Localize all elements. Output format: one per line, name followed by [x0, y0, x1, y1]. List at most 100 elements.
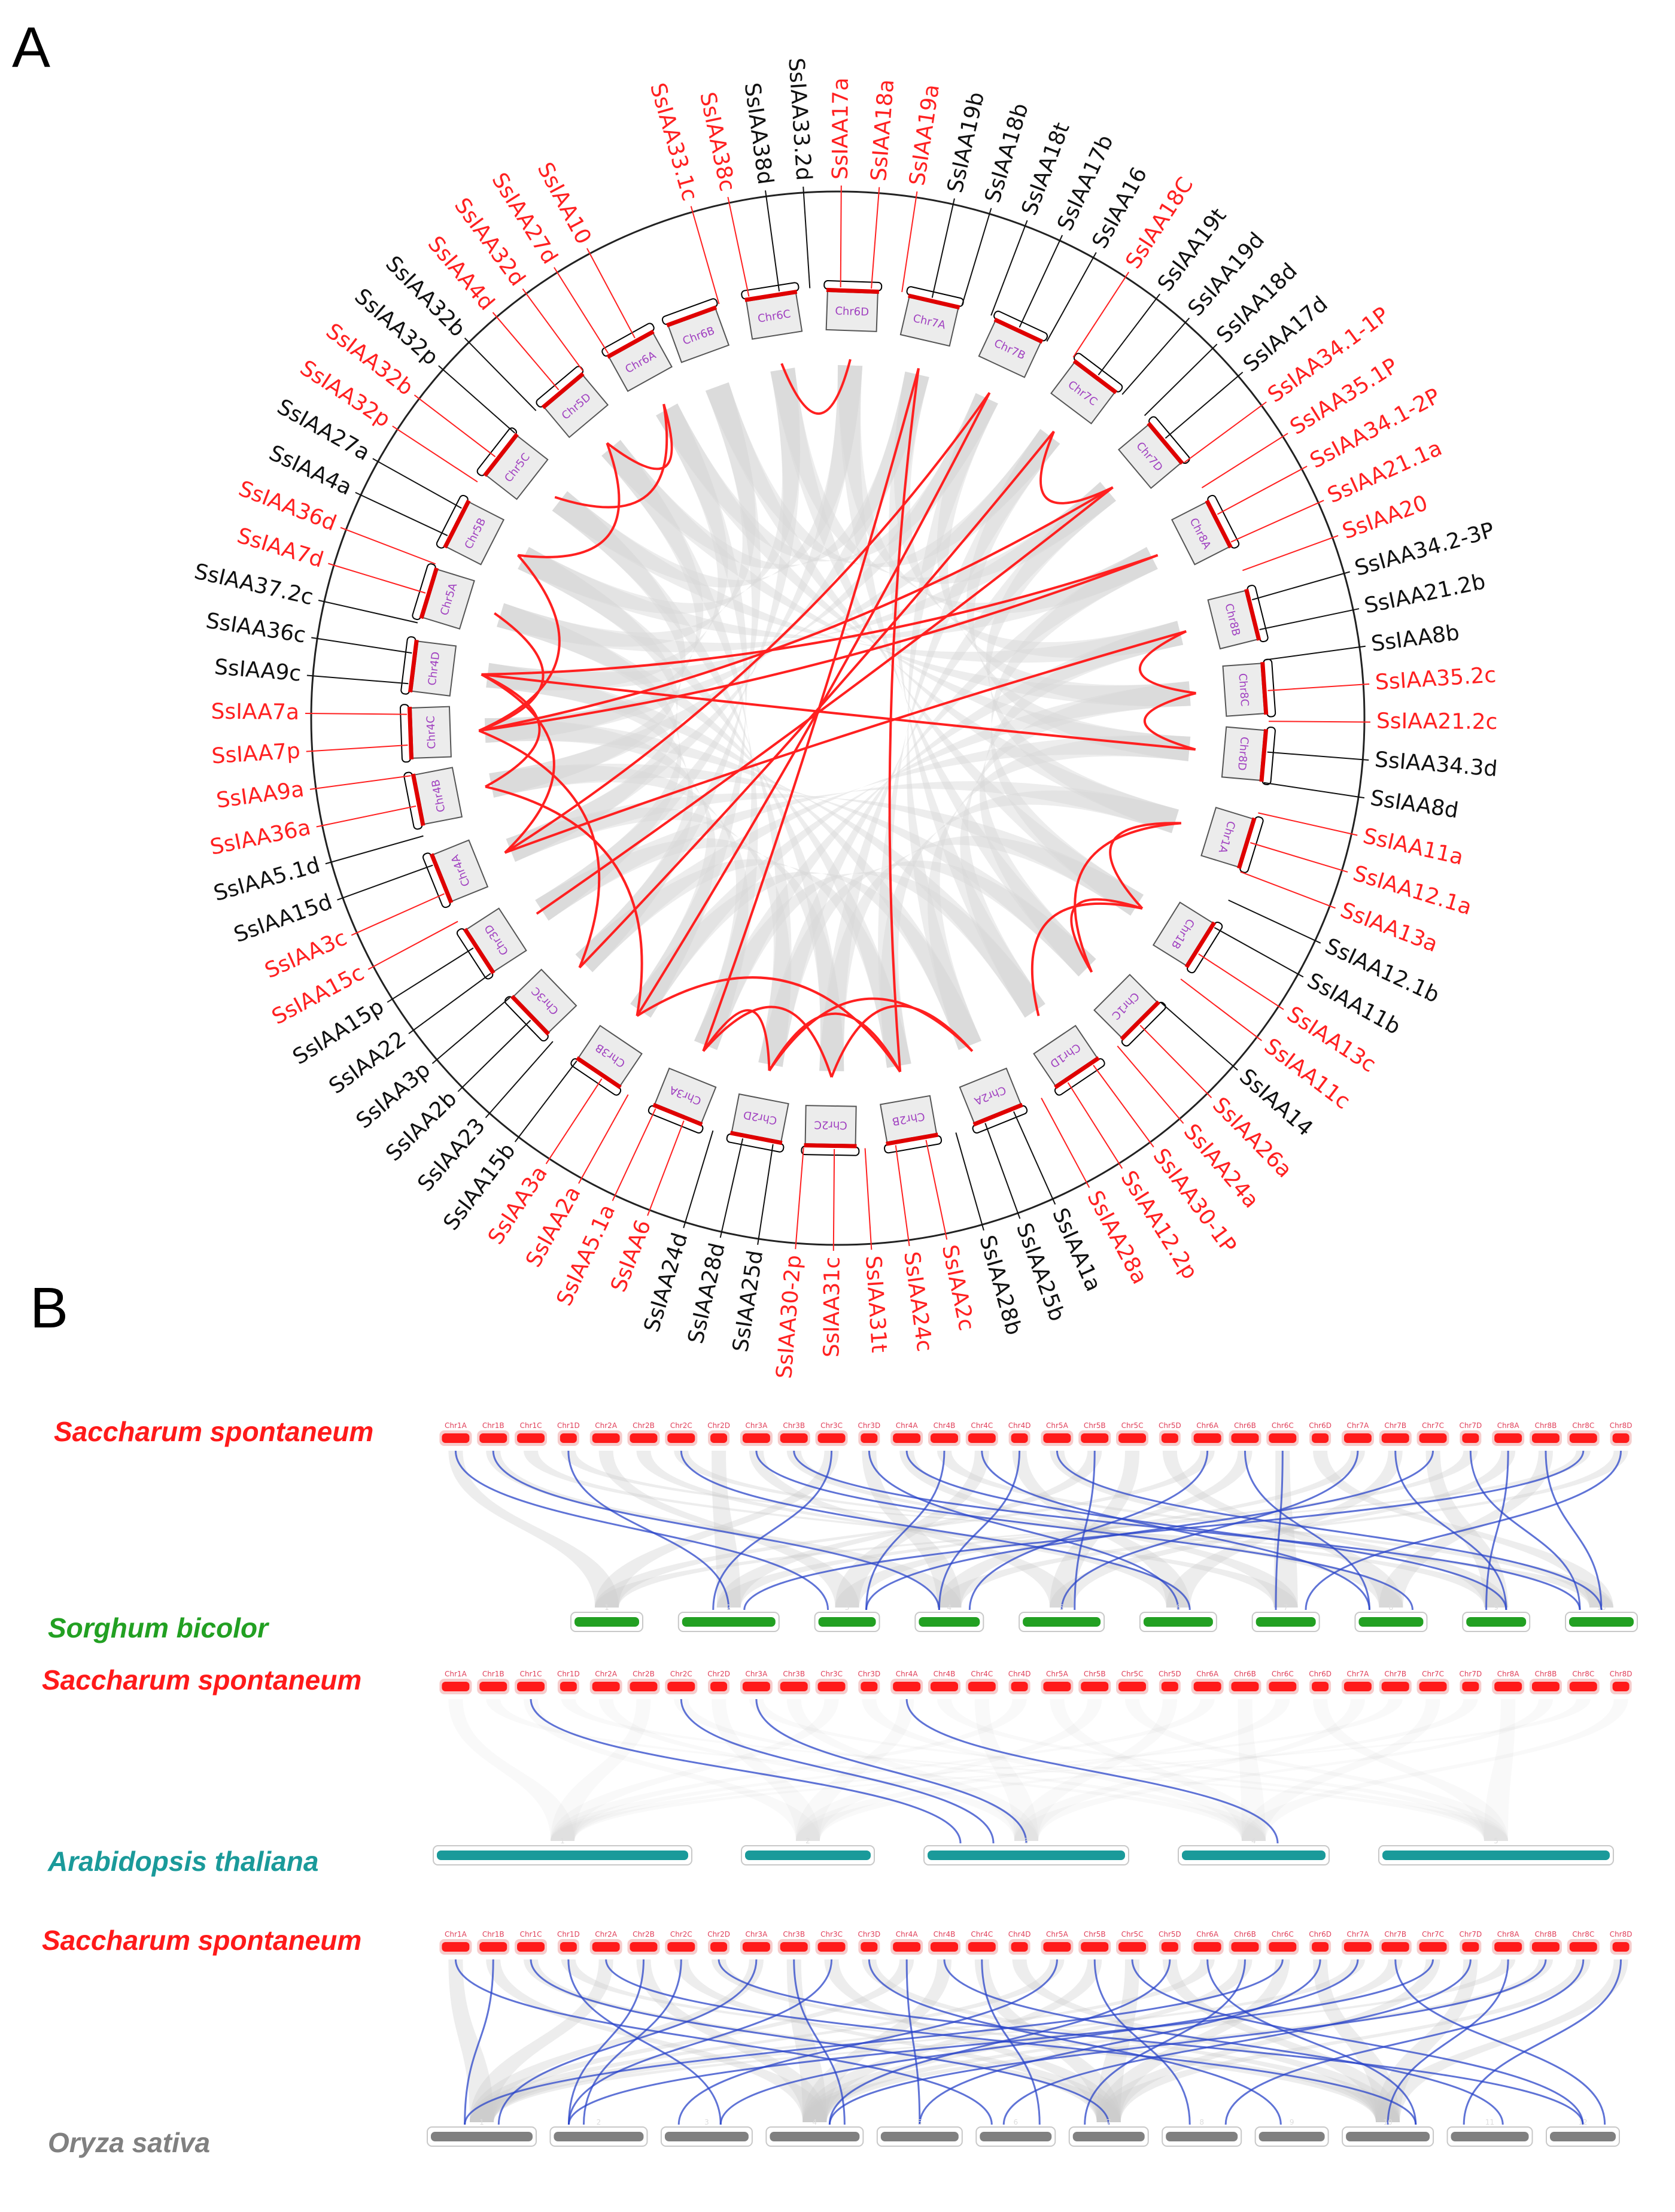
gene-tick — [1201, 433, 1288, 488]
upper-chromosome-label: Chr3D — [858, 1930, 880, 1938]
duplication-link — [554, 403, 668, 509]
chromosome-chr2c: Chr2C — [801, 1105, 860, 1156]
upper-chromosome — [667, 1942, 695, 1952]
lower-species-label: Arabidopsis thaliana — [47, 1846, 318, 1877]
upper-chromosome-label: Chr7A — [1347, 1930, 1370, 1938]
lower-chromosome — [1182, 1851, 1326, 1860]
ortholog-link — [828, 1959, 1547, 2125]
upper-chromosome-label: Chr2C — [670, 1670, 692, 1678]
upper-chromosome — [968, 1942, 996, 1952]
gene-tick — [306, 674, 409, 685]
lower-chromosome — [1072, 2132, 1145, 2141]
ortholog-link — [1002, 1959, 1472, 2125]
lower-chromosome-label: 12 — [1578, 2118, 1587, 2126]
upper-chromosome — [1612, 1682, 1630, 1691]
grey-ribbon — [862, 1699, 1266, 1841]
gene-tick — [492, 312, 560, 391]
upper-chromosome-label: Chr5C — [1121, 1930, 1144, 1938]
lower-chromosome — [1256, 1617, 1316, 1627]
gene-tick — [795, 1147, 804, 1250]
upper-chromosome-label: Chr6A — [1196, 1421, 1219, 1430]
syntenic-ribbon — [893, 371, 1184, 658]
upper-chromosome-label: Chr5D — [1159, 1421, 1181, 1430]
upper-chromosome-label: Chr5D — [1159, 1930, 1181, 1938]
gene-tick — [340, 527, 436, 565]
syntenic-ribbon — [518, 546, 1158, 639]
upper-chromosome-label: Chr2A — [595, 1670, 618, 1678]
gene-tick — [457, 1020, 531, 1092]
gene-tick — [1013, 1111, 1056, 1205]
ortholog-link — [1305, 1450, 1622, 1611]
ortholog-link — [680, 1698, 995, 1844]
upper-chromosome — [1343, 1433, 1372, 1443]
duplication-link — [479, 554, 1159, 732]
duplication-link — [518, 442, 621, 558]
upper-chromosome-label: Chr5C — [1121, 1421, 1144, 1430]
upper-chromosome-label: Chr5B — [1084, 1670, 1106, 1678]
upper-chromosome-label: Chr4A — [896, 1670, 919, 1678]
upper-chromosome-label: Chr1D — [557, 1421, 580, 1430]
grey-ribbon — [598, 1699, 1038, 1841]
upper-chromosome-label: Chr2A — [595, 1930, 618, 1938]
chromosome-chr2b: Chr2B — [880, 1095, 943, 1154]
upper-chromosome-label: Chr1C — [520, 1670, 542, 1678]
ortholog-link — [464, 1959, 494, 2125]
upper-chromosome-label: Chr7C — [1422, 1670, 1444, 1678]
gene-density-bar — [576, 1056, 622, 1089]
gene-density-bar — [408, 639, 419, 693]
gene-tick — [1242, 534, 1339, 572]
gene-density-bar — [886, 1132, 939, 1146]
upper-chromosome — [968, 1433, 996, 1443]
grey-ribbon — [524, 1451, 1298, 1608]
gene-tick — [1046, 252, 1097, 342]
gene-tick — [464, 338, 537, 411]
gene-tick — [1180, 979, 1262, 1041]
upper-chromosome — [1081, 1682, 1109, 1691]
gene-density-bar — [652, 1102, 703, 1127]
upper-chromosome — [930, 1682, 958, 1691]
upper-chromosome — [1043, 1433, 1071, 1443]
lower-chromosome-label: 10 — [1383, 2118, 1392, 2126]
gene-tick — [690, 206, 720, 305]
grey-ribbon — [470, 1959, 1065, 2122]
syntenic-ribbon — [694, 871, 1045, 1050]
duplication-link — [768, 997, 974, 1072]
gene-tick — [895, 1145, 910, 1247]
chromosome-chr1d: Chr1D — [1033, 1025, 1105, 1096]
gene-label: SsIAA25d — [728, 1248, 768, 1353]
grey-ribbon — [1313, 1699, 1508, 1841]
grey-ribbon — [636, 1959, 827, 2122]
upper-chromosome-label: Chr4D — [1008, 1930, 1031, 1938]
duplication-link — [768, 1012, 901, 1072]
syntenic-ribbon — [758, 861, 1096, 1067]
upper-chromosome — [1011, 1942, 1028, 1952]
upper-chromosome — [517, 1942, 545, 1952]
grey-ribbon — [636, 1451, 1190, 1608]
gene-label: SsIAA38c — [695, 90, 740, 193]
gene-tick — [1259, 608, 1360, 630]
lower-chromosome-label: 8 — [1199, 2118, 1204, 2126]
chromosome-chr1c: Chr1C — [1093, 974, 1166, 1047]
grey-ribbon — [470, 1959, 613, 2122]
grey-ribbon — [524, 1959, 1121, 2122]
upper-chromosome-label: Chr5A — [1046, 1421, 1069, 1430]
gene-tick — [408, 973, 491, 1035]
grey-ribbon — [899, 1451, 1298, 1608]
syntenic-ribbon — [656, 393, 998, 562]
gene-density-bar — [510, 995, 551, 1036]
duplication-link — [1109, 822, 1181, 910]
gene-tick — [727, 196, 750, 297]
gene-tick — [1268, 721, 1370, 723]
chromosome-chr8c: Chr8C — [1222, 658, 1276, 718]
grey-ribbon — [802, 1959, 1403, 2122]
upper-chromosome-label: Chr6C — [1272, 1930, 1294, 1938]
upper-chromosome — [1381, 1942, 1409, 1952]
gene-density-bar — [429, 853, 454, 904]
grey-ribbon — [1096, 1959, 1440, 2122]
gene-density-bar — [1244, 588, 1261, 641]
gene-label: SsIAA9a — [215, 777, 306, 813]
